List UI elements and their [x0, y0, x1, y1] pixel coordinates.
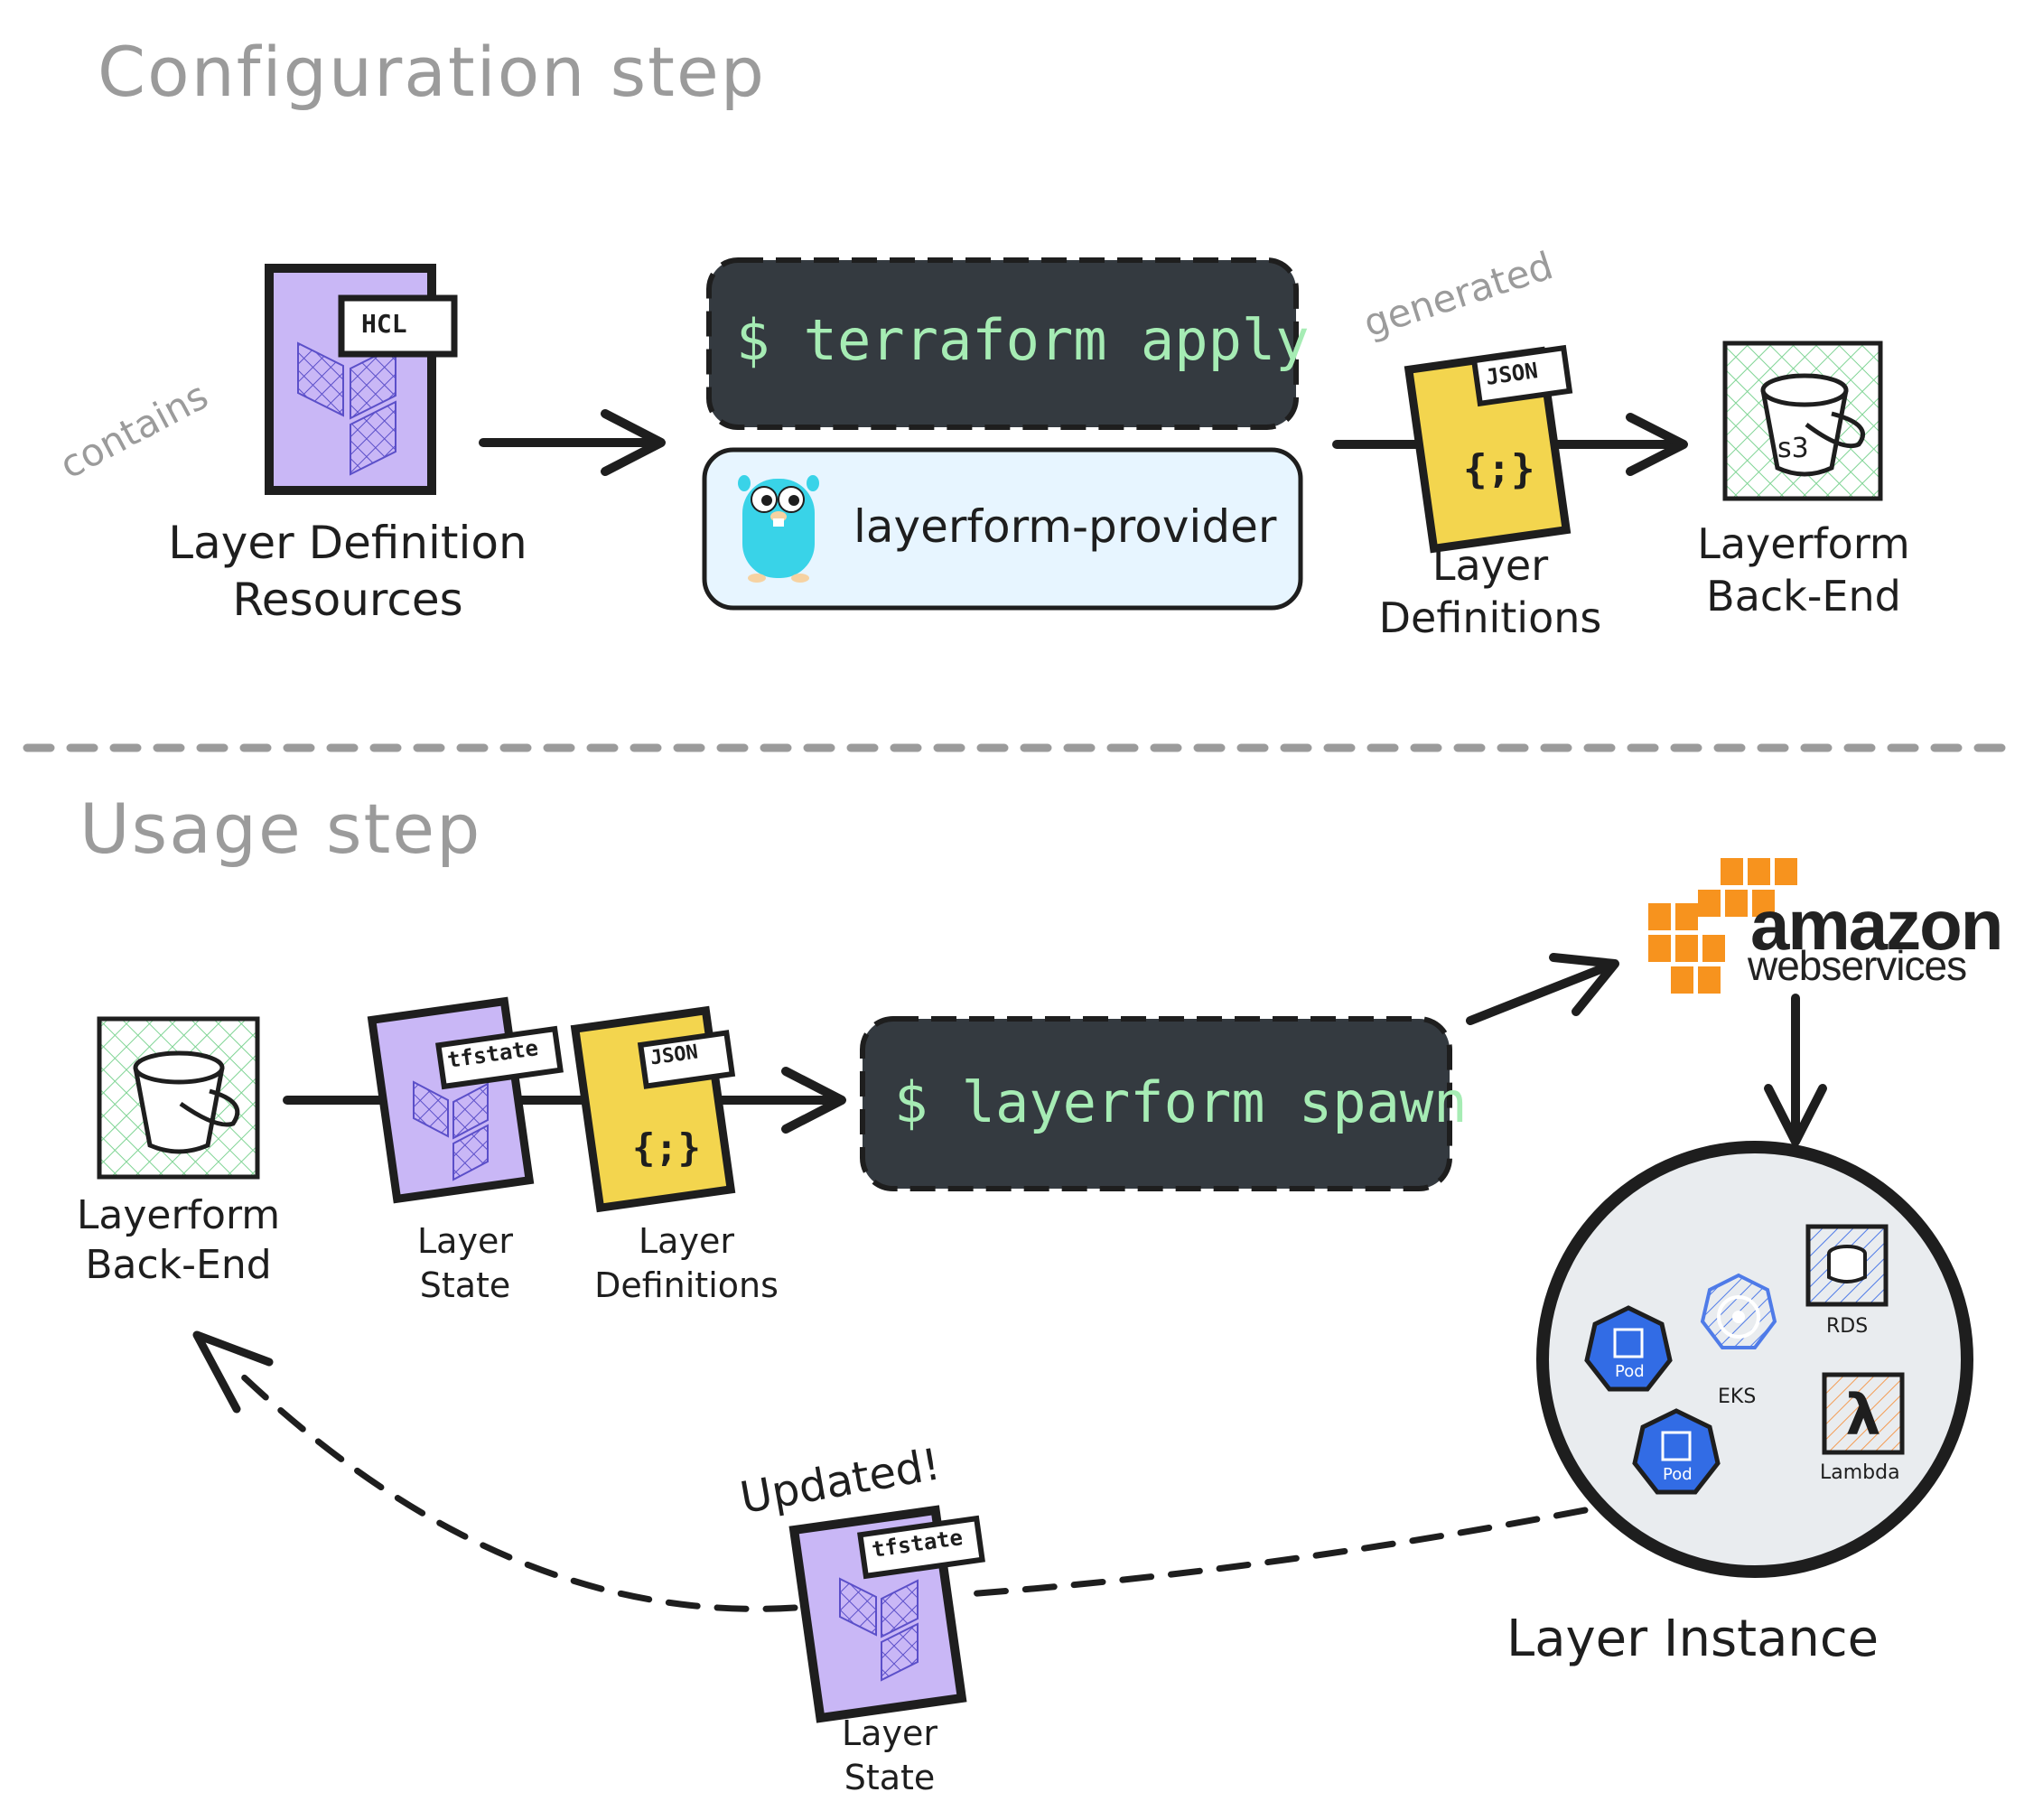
lambda-label: Lambda: [1820, 1461, 1900, 1484]
arrow-backend-to-spawn: [283, 1067, 846, 1134]
layerform-spawn-box: [860, 1016, 1452, 1191]
json-file-icon-usage: [570, 1005, 736, 1213]
terraform-apply-command: $ terraform apply: [736, 307, 1310, 373]
arrow-hcl-to-apply: [479, 409, 666, 476]
layer-definition-resources-label: Layer Definition Resources: [168, 517, 527, 626]
aws-webservices: webservices: [1748, 942, 1967, 989]
section-title-configuration: Configuration step: [98, 32, 766, 112]
layer-state-label: Layer State: [417, 1221, 513, 1306]
layerform-spawn-command: $ layerform spawn: [894, 1069, 1468, 1135]
pod-label-2: Pod: [1663, 1465, 1693, 1484]
pod-icon: [1584, 1305, 1673, 1392]
section-title-usage: Usage step: [79, 789, 482, 869]
tfstate-file-icon: [367, 996, 564, 1204]
usage-json-glyph: {;}: [632, 1125, 701, 1170]
lambda-icon: λ: [1822, 1372, 1905, 1455]
layerform-provider-box: [702, 447, 1303, 611]
layerform-provider-label: layerform-provider: [853, 500, 1277, 553]
aws-logo-icon: [1648, 858, 1797, 994]
pod-icon-2: [1632, 1408, 1721, 1495]
terraform-icon: [265, 264, 458, 495]
json-file-icon: [1404, 344, 1573, 554]
layer-definitions-label: Layer Definitions: [1378, 541, 1602, 642]
arrow-update-to-backend: [192, 1330, 1589, 1612]
rds-label: RDS: [1826, 1315, 1869, 1338]
updated-tfstate-file-icon: [788, 1505, 985, 1723]
svg-text:λ: λ: [1845, 1382, 1880, 1448]
s3-glyph: s3: [1777, 433, 1809, 464]
arrow-aws-to-instance: [1764, 994, 1827, 1146]
terraform-apply-box: [706, 257, 1299, 430]
eks-icon: [1700, 1273, 1777, 1349]
usage-layer-definitions-label: Layer Definitions: [594, 1221, 779, 1306]
gopher-icon: [738, 475, 819, 583]
layer-instance-label: Layer Instance: [1506, 1610, 1879, 1668]
usage-backend-label: Layerform Back-End: [76, 1192, 281, 1288]
pod-label-1: Pod: [1615, 1362, 1645, 1381]
json-tag: JSON: [1484, 358, 1540, 390]
aws-wordmark: amazon: [1750, 885, 2003, 965]
s3-bucket-icon-usage: [97, 1016, 260, 1180]
eks-label: EKS: [1718, 1386, 1757, 1408]
backend-label: Layerform Back-End: [1697, 519, 1910, 621]
updated-layer-state-label: Layer State: [842, 1713, 937, 1798]
hcl-tag: HCL: [361, 309, 407, 339]
s3-bucket-icon: [1722, 341, 1883, 501]
json-glyph: {;}: [1463, 446, 1535, 492]
rds-icon: [1805, 1224, 1889, 1307]
arrow-spawn-to-aws: [1466, 953, 1619, 1025]
